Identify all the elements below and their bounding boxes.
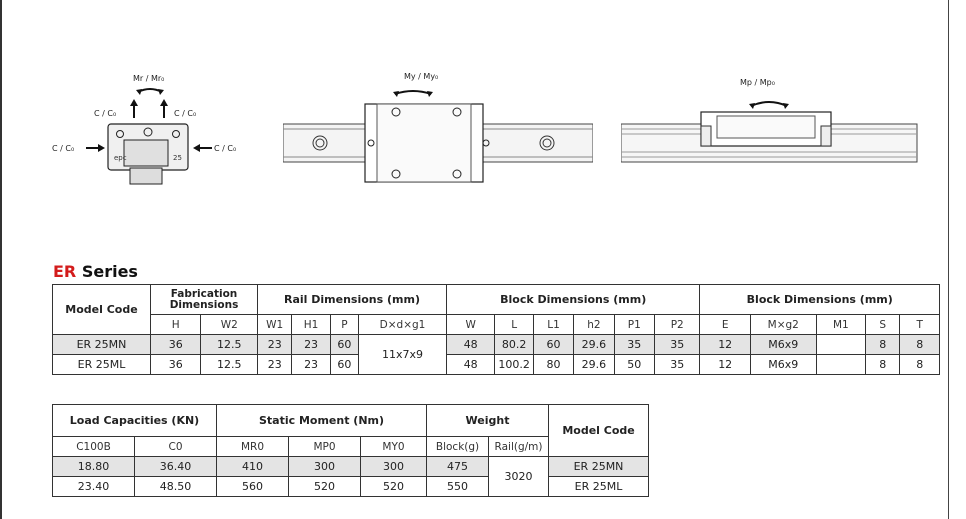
- table-row: 23.40 48.50 560 520 520 550 ER 25ML: [52, 476, 650, 497]
- sub-header-mr0: MR0: [216, 436, 289, 457]
- col-header-weight: Weight: [426, 404, 550, 437]
- dimensions-table: Model Code Fabrication Dimensions Rail D…: [52, 284, 940, 375]
- side-view-drawing: [621, 101, 918, 163]
- merged-cell-rail-weight: 3020: [488, 456, 550, 497]
- rotation-arrow-icon: [750, 101, 788, 107]
- col-header-model-code: Model Code: [548, 404, 650, 457]
- col-header-fabrication: Fabrication Dimensions: [149, 284, 259, 315]
- sub-header-c100b: C100B: [52, 436, 135, 457]
- sub-header-s: S: [865, 314, 901, 335]
- left-arrow-icon: [193, 144, 200, 152]
- col-header-model-code: Model Code: [52, 284, 151, 335]
- sub-header-m1: M1: [815, 314, 867, 335]
- sub-header-t: T: [899, 314, 940, 335]
- sub-header-block-g: Block(g): [426, 436, 490, 457]
- sub-header-p1: P1: [613, 314, 655, 335]
- load-label-top-right: C / C₀: [174, 109, 197, 118]
- merged-cell-dxdxg1: 11x7x9: [358, 334, 447, 375]
- sub-header-w2: W2: [200, 314, 259, 335]
- load-label-left: C / C₀: [52, 144, 75, 153]
- col-header-static-moment: Static Moment (Nm): [215, 404, 428, 437]
- load-label-right: C / C₀: [214, 144, 237, 153]
- moment-label-mr: Mr / Mr₀: [133, 74, 165, 83]
- sub-header-h1: H1: [291, 314, 331, 335]
- up-arrow-icon: [160, 99, 168, 106]
- front-view-drawing: epc 25: [86, 88, 212, 185]
- table-row: ER 25MN 36 12.5 23 23 60 11x7x9 48 80.2 …: [52, 334, 940, 375]
- sub-header-dxdxg1: D×d×g1: [358, 314, 447, 335]
- sub-header-h: H: [149, 314, 202, 335]
- table-row: ER 25ML 36 12.5 23 23 60 48 100.2 80 29.…: [52, 354, 940, 375]
- sub-header-mxg2: M×g2: [749, 314, 817, 335]
- sub-header-h2: h2: [573, 314, 615, 335]
- sub-header-rail-gm: Rail(g/m): [488, 436, 550, 457]
- sub-header-p: P: [329, 314, 360, 335]
- col-header-load-capacities: Load Capacities (KN): [52, 404, 217, 437]
- sub-header-w1: W1: [257, 314, 293, 335]
- col-header-rail-dimensions: Rail Dimensions (mm): [257, 284, 447, 315]
- sub-header-l: L: [494, 314, 534, 335]
- up-arrow-icon: [130, 99, 138, 106]
- sub-header-mp0: MP0: [288, 436, 361, 457]
- svg-text:epc: epc: [114, 154, 127, 162]
- right-arrow-icon: [98, 144, 105, 152]
- moment-label-my: My / My₀: [404, 72, 439, 81]
- rotation-arrow-icon: [394, 90, 432, 95]
- col-header-block-dimensions-2: Block Dimensions (mm): [699, 284, 940, 315]
- col-header-block-dimensions: Block Dimensions (mm): [445, 284, 701, 315]
- sub-header-c0: C0: [134, 436, 217, 457]
- sub-header-l1: L1: [532, 314, 575, 335]
- svg-text:25: 25: [173, 154, 182, 162]
- series-title: ER Series: [53, 262, 138, 281]
- table-row: 18.80 36.40 410 300 300 475 3020 ER 25MN: [52, 456, 650, 497]
- page-right-border: [948, 0, 949, 519]
- load-capacity-table: Load Capacities (KN) Static Moment (Nm) …: [52, 404, 650, 497]
- sub-header-p2: P2: [653, 314, 701, 335]
- page-left-border: [0, 0, 2, 519]
- load-label-top-left: C / C₀: [94, 109, 117, 118]
- sub-header-e: E: [699, 314, 751, 335]
- top-view-drawing: [283, 90, 593, 183]
- sub-header-my0: MY0: [359, 436, 428, 457]
- moment-label-mp: Mp / Mp₀: [740, 78, 775, 87]
- sub-header-w: W: [445, 314, 496, 335]
